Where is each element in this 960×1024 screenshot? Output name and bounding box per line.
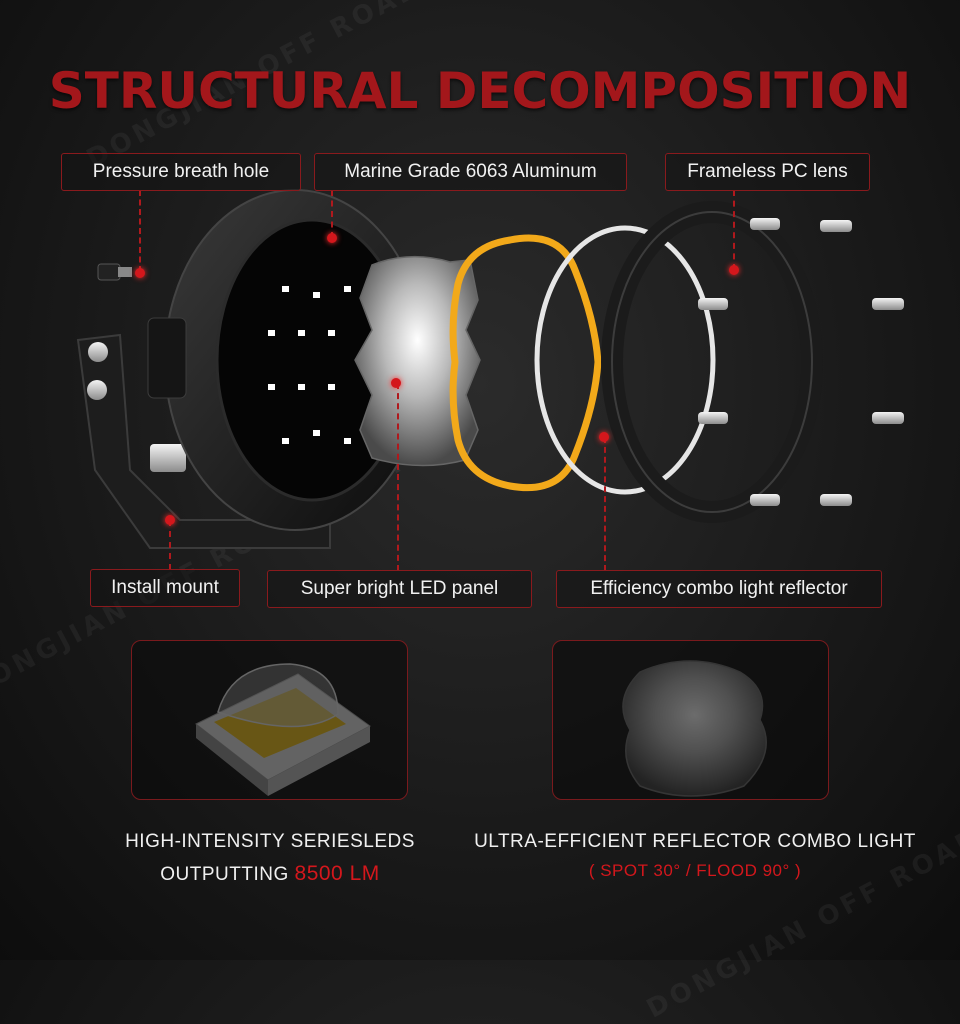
caption-reflector: ULTRA-EFFICIENT REFLECTOR COMBO LIGHT ( … bbox=[470, 826, 920, 884]
marker-pressure-hole bbox=[135, 268, 145, 278]
connector-aluminum bbox=[331, 190, 333, 238]
led-chip-panel bbox=[131, 640, 408, 800]
pc-lens-bezel bbox=[601, 201, 823, 523]
callout-reflector: Efficiency combo light reflector bbox=[556, 570, 882, 608]
connector-mount bbox=[169, 520, 171, 570]
marker-reflector bbox=[599, 432, 609, 442]
callout-mount: Install mount bbox=[90, 569, 240, 607]
white-ring bbox=[534, 225, 716, 495]
led-dots bbox=[268, 286, 351, 444]
connector-reflector bbox=[604, 437, 606, 571]
marker-aluminum bbox=[327, 233, 337, 243]
connector-led-panel bbox=[397, 383, 399, 571]
callout-pc-lens: Frameless PC lens bbox=[665, 153, 870, 191]
callout-pressure-hole: Pressure breath hole bbox=[61, 153, 301, 191]
exploded-light-illustration bbox=[76, 189, 904, 797]
housing bbox=[147, 189, 426, 531]
breath-hole-screw bbox=[97, 263, 132, 281]
caption-led-prefix: OUTPUTTING bbox=[160, 864, 295, 885]
connector-pc-lens bbox=[733, 190, 735, 270]
callout-aluminum: Marine Grade 6063 Aluminum bbox=[314, 153, 627, 191]
reflector-panel bbox=[552, 640, 829, 800]
amber-ring bbox=[449, 234, 602, 492]
lumen-value: 8500 LM bbox=[294, 862, 380, 885]
caption-led-line2: OUTPUTTING 8500 LM bbox=[80, 858, 460, 891]
callout-led-panel: Super bright LED panel bbox=[267, 570, 532, 608]
marker-mount bbox=[165, 515, 175, 525]
caption-led-line1: HIGH-INTENSITY SERIESLEDS bbox=[125, 831, 415, 852]
page-title: STRUCTURAL DECOMPOSITION bbox=[48, 62, 912, 120]
bezel-bolts bbox=[698, 218, 904, 506]
caption-reflector-line1: ULTRA-EFFICIENT REFLECTOR COMBO LIGHT bbox=[474, 831, 916, 852]
marker-led-panel bbox=[391, 378, 401, 388]
marker-pc-lens bbox=[729, 265, 739, 275]
connector-pressure-hole bbox=[139, 190, 141, 272]
reflector-block bbox=[354, 255, 481, 467]
caption-reflector-line2: ( SPOT 30° / FLOOD 90° ) bbox=[588, 861, 802, 880]
caption-led: HIGH-INTENSITY SERIESLEDS OUTPUTTING 850… bbox=[80, 826, 460, 891]
